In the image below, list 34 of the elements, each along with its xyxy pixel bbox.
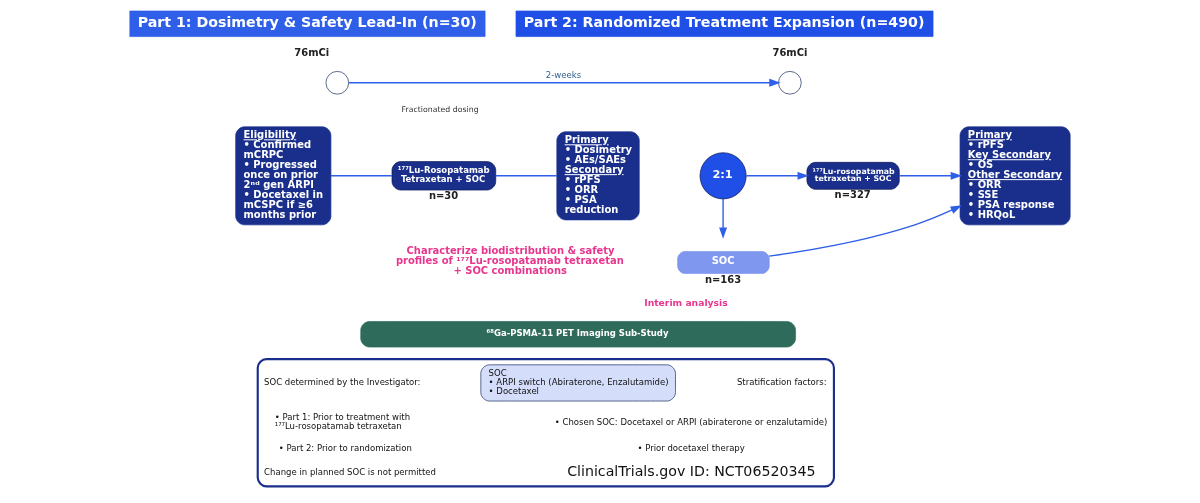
node-circle [325, 71, 350, 95]
node-box: SOC • ARPI switch (Abiraterone, Enzalutamide) • Docetaxel [480, 364, 676, 402]
node-box: Primary • rPFS Key Secondary • OS Other Secondary • ORR • SSE • PSA response • HRQoL [959, 126, 1071, 226]
label: SOC determined by the Investigator: [264, 377, 421, 388]
label: Interim analysis [644, 297, 728, 309]
label: Characterize biodistribution & safety profiles of ¹⁷⁷Lu-rosopatamab tetraxetan + SOC combinations [395, 245, 624, 277]
arrow [719, 198, 728, 239]
label: ClinicalTrials.gov ID: NCT06520345 [567, 463, 816, 480]
node-circle [778, 71, 802, 95]
node-label: n=327 [834, 189, 871, 201]
edge-label: 2-weeks [545, 70, 582, 81]
arrow [745, 171, 809, 180]
label: • Prior docetaxel therapy [637, 442, 745, 453]
node-box: Eligibility • Confirmed mCRPC • Progressed once on prior 2ⁿᵈ gen ARPI • Docetaxel in mCSPC if ≥6 months prior [235, 126, 332, 226]
label: Stratification factors: [736, 377, 827, 388]
node-box: Part 2: Randomized Treatment Expansion (n=490) [515, 10, 934, 37]
node-box: ⁶⁸Ga-PSMA-11 PET Imaging Sub-Study [360, 321, 796, 348]
connector [330, 175, 393, 177]
label: • Part 2: Prior to randomization [278, 442, 412, 453]
node-label: 76mCi [772, 46, 808, 58]
label: Change in planned SOC is not permitted [264, 467, 436, 478]
node-label: n=30 [428, 190, 459, 202]
node-box: Part 1: Dosimetry & Safety Lead-In (n=30) [129, 10, 486, 37]
cluster [256, 358, 835, 488]
node-label: n=163 [704, 273, 742, 285]
arrow [768, 205, 962, 257]
arrow [898, 171, 963, 180]
connector [495, 175, 558, 177]
node-circle: 2:1 [699, 152, 747, 200]
node-box: Primary • Dosimetry • AEs/SAEs Secondary • rPFS • ORR • PSA reduction [556, 131, 640, 221]
label: • Chosen SOC: Docetaxel or ARPI (abiraterone or enzalutamide) [554, 416, 828, 427]
arrow [348, 78, 781, 87]
node-label: 76mCi [294, 46, 330, 58]
label: • Part 1: Prior to treatment with ¹⁷⁷Lu-rosopatamab tetraxetan [274, 411, 411, 432]
